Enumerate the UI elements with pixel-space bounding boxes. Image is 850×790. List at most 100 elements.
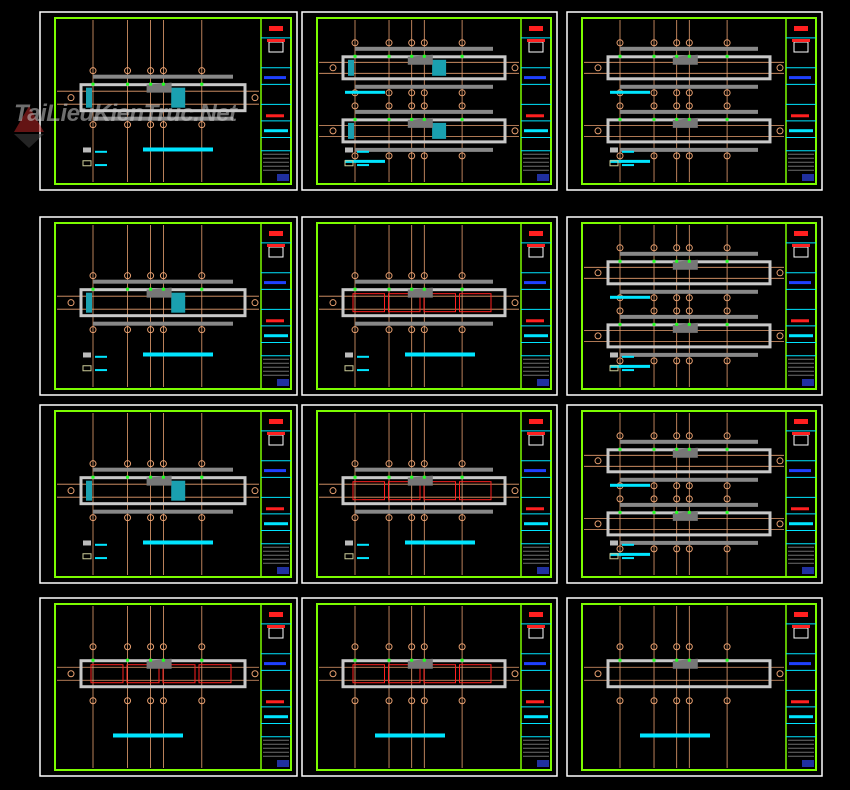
- grid-lines: [584, 225, 784, 387]
- grid-bubble: [458, 102, 466, 110]
- grid-bubble: [594, 670, 602, 678]
- title-block: [260, 18, 291, 184]
- grid-bubble: [458, 89, 466, 97]
- grid-bubble: [198, 326, 206, 334]
- grid-bubble: [673, 357, 681, 365]
- grid-bubble: [408, 326, 416, 334]
- sheet-border: [301, 216, 558, 396]
- grid-bubble: [159, 326, 167, 334]
- plan-label: [610, 295, 650, 299]
- grid-bubble: [89, 514, 97, 522]
- grid-bubble: [385, 697, 393, 705]
- grid-bubble: [616, 495, 624, 503]
- grid-bubble: [594, 269, 602, 277]
- drawing-sheet-2[interactable]: [301, 11, 558, 191]
- grid-bubble: [458, 272, 466, 280]
- grid-bubble: [329, 299, 337, 307]
- grid-bubble: [776, 670, 784, 678]
- grid-bubble: [159, 460, 167, 468]
- sheet-frame: [316, 222, 552, 390]
- floor-plan: [594, 495, 784, 556]
- sheet-border: [39, 11, 298, 191]
- grid-bubble: [594, 127, 602, 135]
- drawing-sheet-8[interactable]: [301, 404, 558, 584]
- grid-bubble: [159, 272, 167, 280]
- grid-bubble: [159, 514, 167, 522]
- drawing-sheet-10[interactable]: [39, 597, 298, 777]
- drawing-sheet-9[interactable]: [566, 404, 823, 584]
- grid-bubble: [147, 643, 155, 651]
- drawing-sheet-4[interactable]: [39, 216, 298, 396]
- grid-bubble: [723, 495, 731, 503]
- grid-bubble: [385, 152, 393, 160]
- legend: [82, 352, 107, 372]
- sheet-border: [301, 597, 558, 777]
- grid-bubble: [420, 460, 428, 468]
- drawing-sheet-5[interactable]: [301, 216, 558, 396]
- title-block: [785, 411, 816, 577]
- grid-bubble: [594, 520, 602, 528]
- sheet-border: [566, 11, 823, 191]
- grid-bubble: [685, 545, 693, 553]
- grid-bubble: [147, 272, 155, 280]
- grid-bubble: [351, 102, 359, 110]
- sheet-border: [301, 404, 558, 584]
- grid-bubble: [385, 514, 393, 522]
- floor-plan: [329, 643, 519, 705]
- grid-bubble: [673, 545, 681, 553]
- grid-bubble: [723, 697, 731, 705]
- sheet-frame: [581, 222, 817, 390]
- grid-bubble: [385, 643, 393, 651]
- plan-title: [143, 352, 213, 357]
- grid-bubble: [650, 357, 658, 365]
- sheet-frame: [581, 17, 817, 185]
- grid-bubble: [147, 697, 155, 705]
- grid-bubble: [650, 495, 658, 503]
- grid-bubble: [673, 152, 681, 160]
- drawing-sheet-7[interactable]: [39, 404, 298, 584]
- drawing-sheet-1[interactable]: [39, 11, 298, 191]
- grid-bubble: [723, 244, 731, 252]
- grid-bubble: [458, 152, 466, 160]
- grid-bubble: [420, 152, 428, 160]
- floor-plan: [67, 643, 259, 705]
- grid-bubble: [408, 460, 416, 468]
- grid-bubble: [329, 487, 337, 495]
- grid-bubble: [124, 67, 132, 75]
- floor-plan: [329, 272, 519, 334]
- grid-bubble: [147, 67, 155, 75]
- grid-lines: [319, 413, 519, 575]
- balcony: [620, 540, 758, 545]
- grid-bubble: [673, 39, 681, 47]
- balcony: [620, 502, 758, 507]
- drawing-sheet-6[interactable]: [566, 216, 823, 396]
- sheet-frame: [581, 603, 817, 771]
- drawing-sheet-11[interactable]: [301, 597, 558, 777]
- title-block: [520, 18, 551, 184]
- grid-bubble: [89, 121, 97, 129]
- grid-bubble: [420, 39, 428, 47]
- grid-bubble: [673, 697, 681, 705]
- grid-bubble: [616, 643, 624, 651]
- grid-bubble: [616, 307, 624, 315]
- sheet-border: [39, 216, 298, 396]
- grid-bubble: [159, 697, 167, 705]
- plan-label: [345, 159, 385, 163]
- drawing-sheet-3[interactable]: [566, 11, 823, 191]
- grid-lines: [584, 20, 784, 182]
- grid-bubble: [616, 244, 624, 252]
- grid-bubble: [329, 127, 337, 135]
- grid-bubble: [351, 643, 359, 651]
- drawing-sheet-12[interactable]: [566, 597, 823, 777]
- grid-bubble: [616, 432, 624, 440]
- title-block: [785, 18, 816, 184]
- balcony: [620, 477, 758, 482]
- grid-bubble: [650, 545, 658, 553]
- grid-bubble: [420, 697, 428, 705]
- grid-bubble: [616, 545, 624, 553]
- plan-label: [345, 90, 385, 94]
- sheet-border: [301, 11, 558, 191]
- balcony: [93, 116, 233, 121]
- grid-bubble: [776, 64, 784, 72]
